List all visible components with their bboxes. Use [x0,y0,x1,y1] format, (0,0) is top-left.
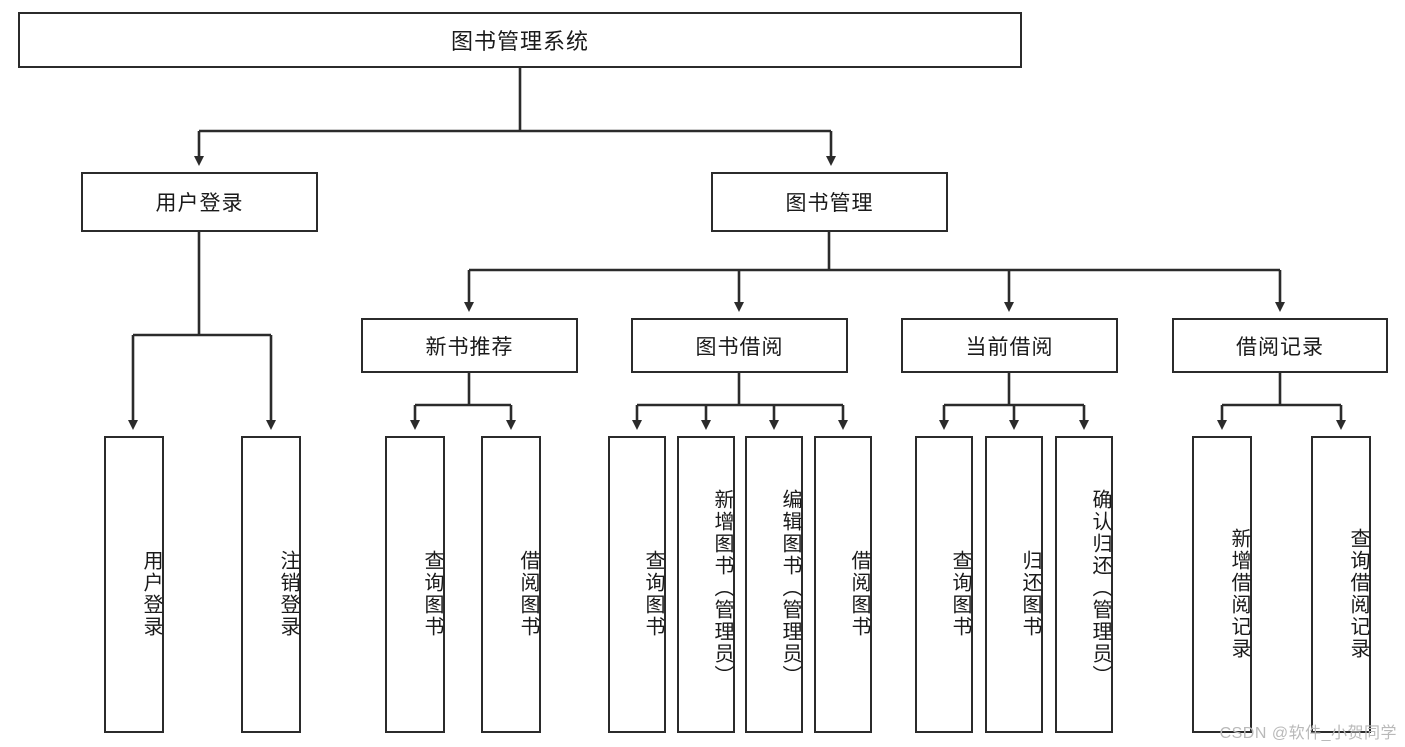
node-label: 查询借阅记录 [1347,527,1369,660]
node-label: 图书管理系统 [450,29,589,54]
csdn-watermark: CSDN @软件_小贺同学 [1219,725,1397,742]
node-new-book-recommend[interactable]: 新书推荐 [361,318,578,373]
node-label: 当前借阅 [965,335,1054,359]
node-label: 图书借阅 [695,335,784,359]
leaf-query-book-current[interactable]: 查询图书 [915,436,973,733]
node-label: 归还图书 [1019,549,1041,638]
leaf-return-book[interactable]: 归还图书 [985,436,1043,733]
node-book-manage[interactable]: 图书管理 [711,172,948,232]
leaf-user-login[interactable]: 用户登录 [104,436,164,733]
node-label: 查询图书 [949,549,971,638]
node-root-system[interactable]: 图书管理系统 [18,12,1022,68]
node-current-borrow[interactable]: 当前借阅 [901,318,1118,373]
leaf-edit-book[interactable]: 编辑图书（管理员） [745,436,803,733]
node-label: 新增图书（管理员） [711,488,733,687]
node-label: 确认归还（管理员） [1089,488,1111,687]
leaf-logout[interactable]: 注销登录 [241,436,301,733]
node-label: 注销登录 [277,549,299,638]
node-label: 图书管理 [785,192,874,215]
node-label: 查询图书 [642,549,664,638]
node-label: 借阅记录 [1236,335,1324,359]
leaf-confirm-return[interactable]: 确认归还（管理员） [1055,436,1113,733]
leaf-borrow-book-new[interactable]: 借阅图书 [481,436,541,733]
node-label: 新书推荐 [425,335,514,359]
node-label: 用户登录 [140,549,162,638]
node-label: 用户登录 [155,192,244,215]
node-book-borrow[interactable]: 图书借阅 [631,318,848,373]
node-label: 编辑图书（管理员） [779,488,801,687]
leaf-add-book[interactable]: 新增图书（管理员） [677,436,735,733]
leaf-query-book-new[interactable]: 查询图书 [385,436,445,733]
node-borrow-record[interactable]: 借阅记录 [1172,318,1388,373]
node-label: 借阅图书 [517,549,539,638]
node-user-login[interactable]: 用户登录 [81,172,318,232]
leaf-query-book[interactable]: 查询图书 [608,436,666,733]
node-label: 查询图书 [421,549,443,638]
node-label: 新增借阅记录 [1228,527,1250,660]
node-label: 借阅图书 [848,549,870,638]
leaf-borrow-book[interactable]: 借阅图书 [814,436,872,733]
leaf-add-borrow-record[interactable]: 新增借阅记录 [1192,436,1252,733]
leaf-query-borrow-record[interactable]: 查询借阅记录 [1311,436,1371,733]
